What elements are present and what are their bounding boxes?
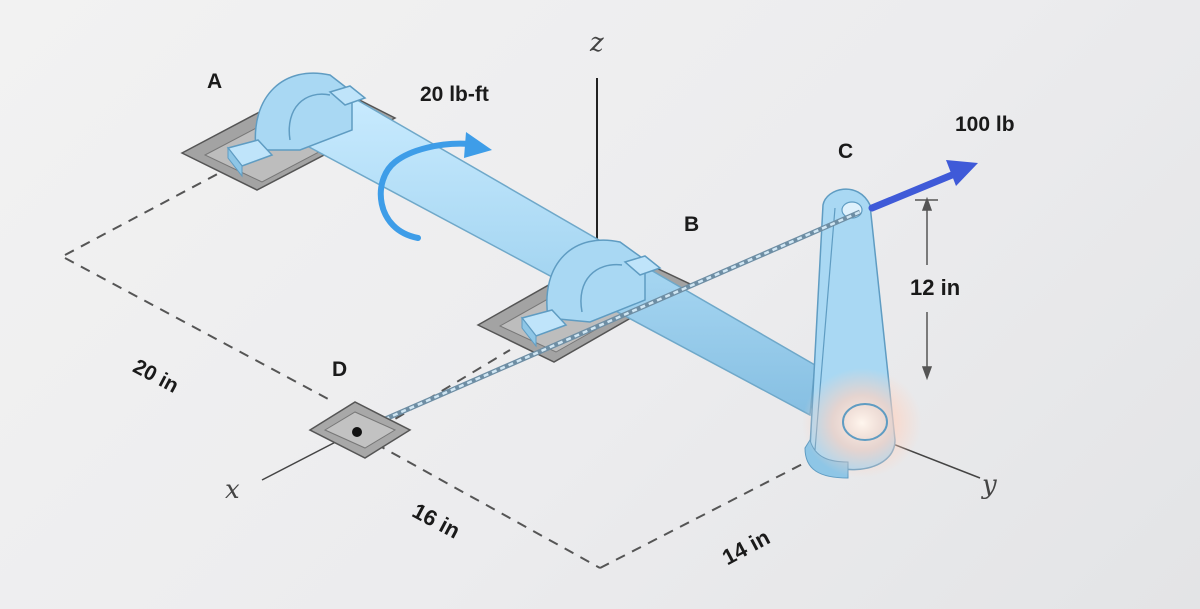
- label-x-axis: x: [225, 475, 240, 505]
- label-dimension-12in: 12 in: [910, 275, 961, 300]
- label-force: 100 lb: [955, 113, 1015, 136]
- shaft: [295, 92, 816, 417]
- bearing-a: [226, 72, 367, 178]
- bearing-b: [520, 239, 662, 348]
- cable-dc: [359, 209, 861, 433]
- anchor-d: [308, 401, 412, 459]
- dimension-12in: [915, 196, 938, 381]
- torque-arrow: [377, 132, 492, 241]
- label-torque: 20 lb-ft: [420, 83, 489, 106]
- label-point-d: D: [332, 358, 348, 381]
- label-z-axis: z: [590, 28, 604, 58]
- label-point-b: B: [684, 213, 700, 236]
- label-y-axis: y: [982, 470, 997, 500]
- label-point-a: A: [207, 70, 223, 93]
- lever-arm: [802, 188, 922, 479]
- force-arrow: [868, 160, 978, 212]
- label-point-c: C: [838, 140, 854, 163]
